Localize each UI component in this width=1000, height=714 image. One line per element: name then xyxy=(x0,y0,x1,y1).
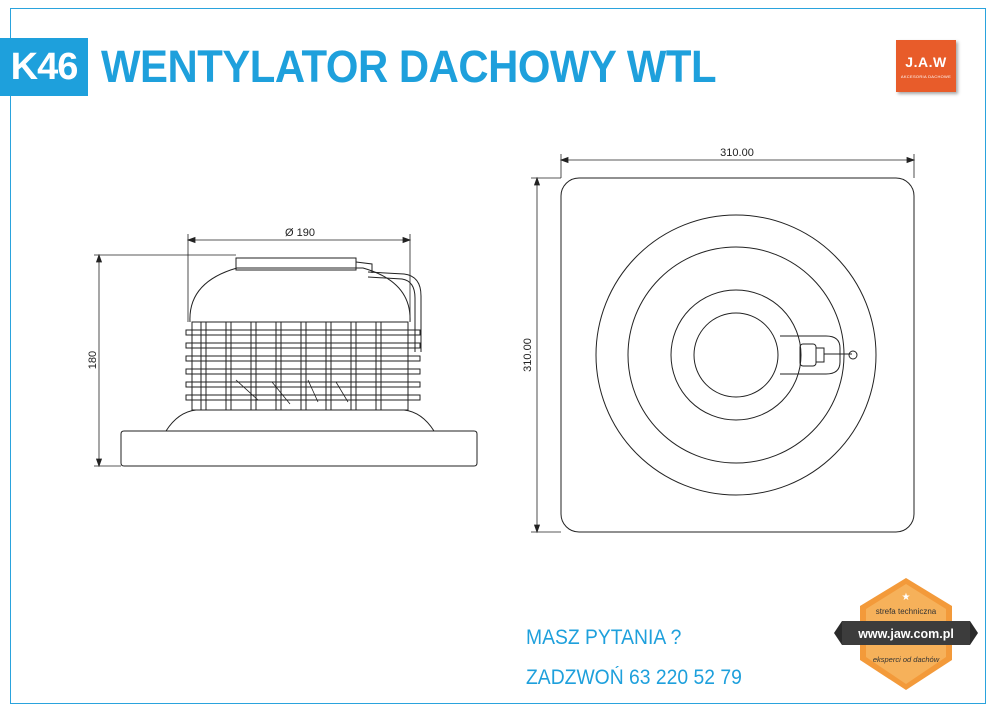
badge-url[interactable]: www.jaw.com.pl xyxy=(857,627,954,641)
page-frame xyxy=(10,8,986,704)
side-height-label: 180 xyxy=(87,351,99,369)
logo-tagline: AKCESORIA DACHOWE xyxy=(900,74,952,79)
top-view-drawing xyxy=(560,177,915,533)
contact-phone[interactable]: ZADZWOŃ 63 220 52 79 xyxy=(526,666,742,689)
contact-question: MASZ PYTANIA ? xyxy=(526,626,682,649)
strefa-techniczna-badge: ★ strefa techniczna www.jaw.com.pl ekspe… xyxy=(834,578,978,690)
side-view-drawing xyxy=(120,257,478,467)
star-icon: ★ xyxy=(902,592,911,603)
badge-signature: eksperci od dachów xyxy=(873,655,940,664)
top-view-dimensions xyxy=(531,154,916,534)
side-view-dimensions xyxy=(94,234,412,468)
jaw-logo: J.A.W AKCESORIA DACHOWE xyxy=(896,40,956,92)
badge-top-text: strefa techniczna xyxy=(876,607,937,616)
top-width-label: 310.00 xyxy=(720,147,754,159)
logo-brand: J.A.W xyxy=(905,54,947,70)
product-code-badge: K46 xyxy=(0,38,88,96)
top-height-label: 310.00 xyxy=(522,338,534,372)
page-title: WENTYLATOR DACHOWY WTL xyxy=(101,41,717,92)
diameter-label: Ø 190 xyxy=(285,227,315,239)
